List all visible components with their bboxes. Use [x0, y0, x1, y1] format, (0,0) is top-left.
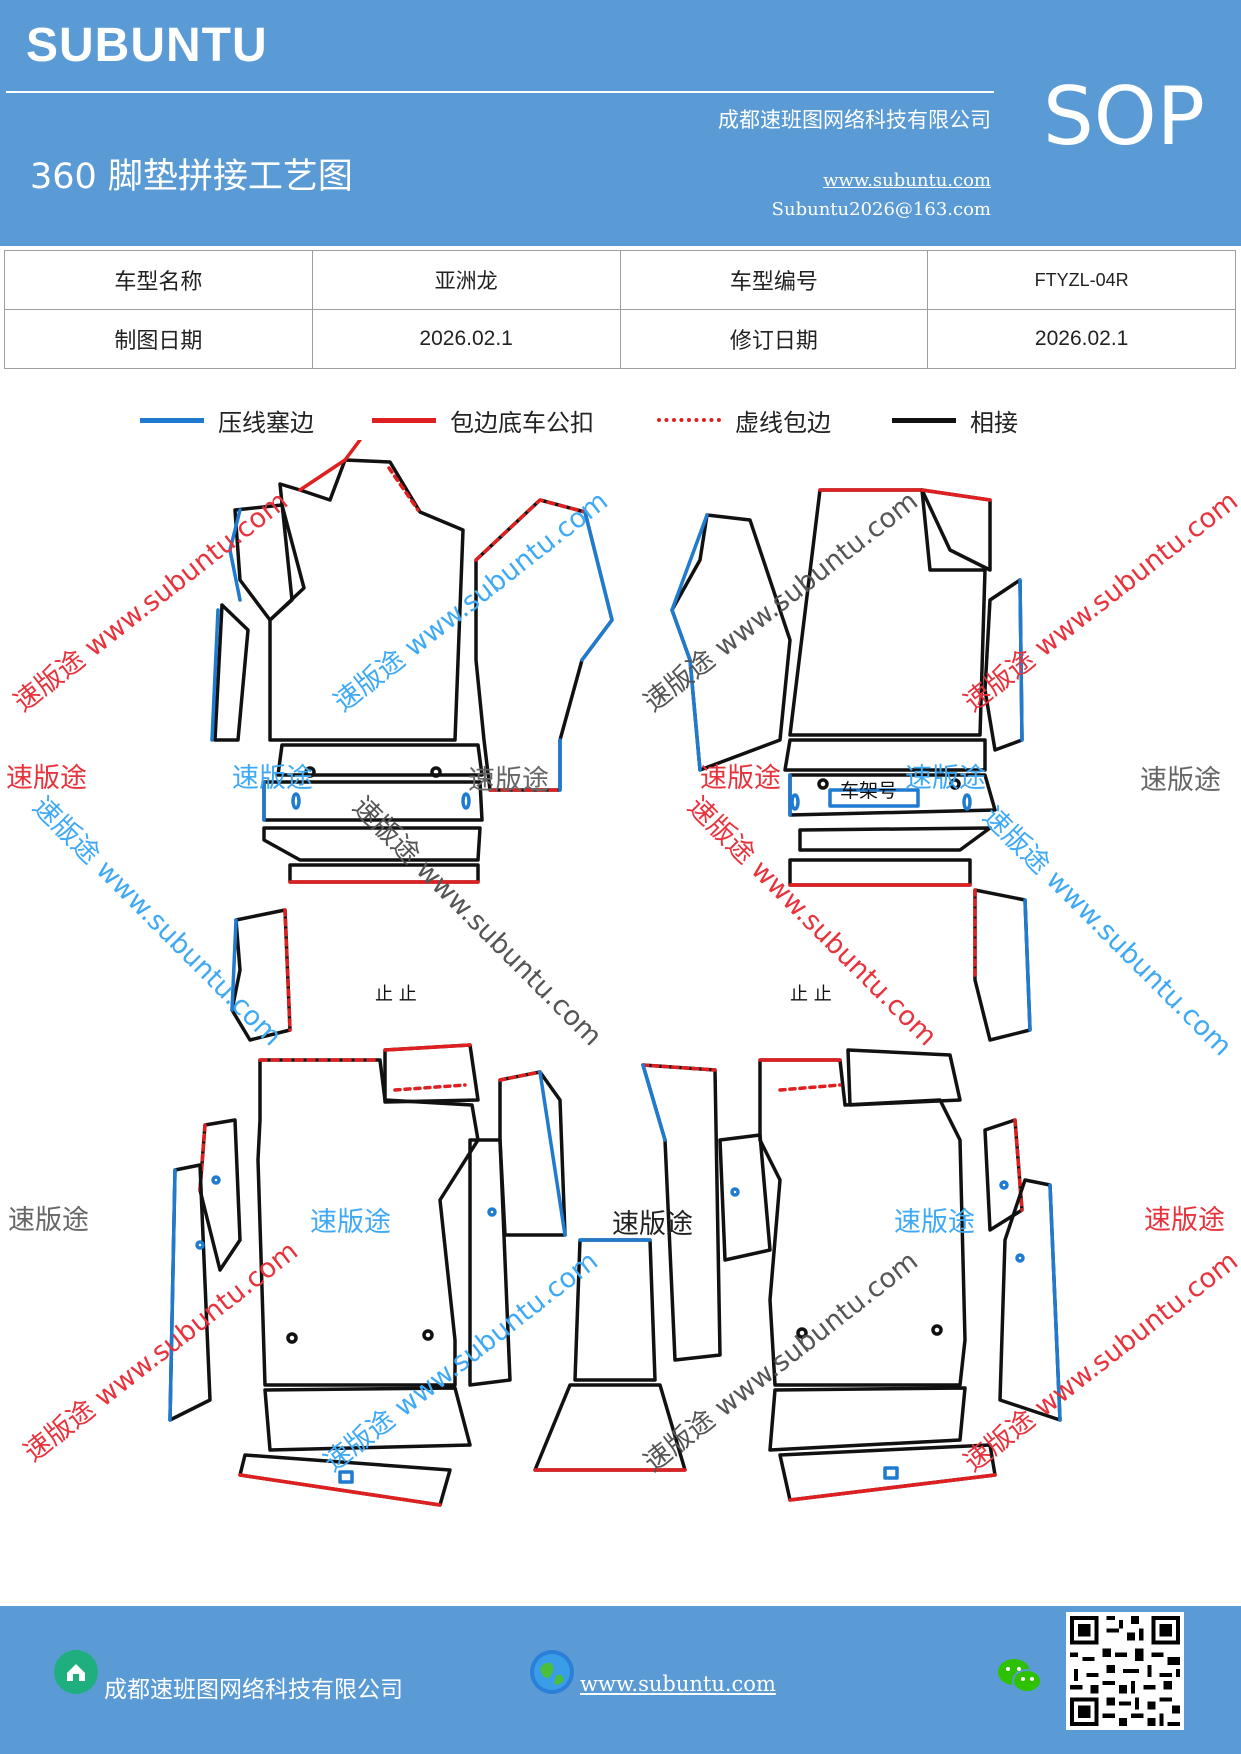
frame-number-label: 车架号 — [840, 780, 897, 802]
watermark: 速版途 — [700, 763, 781, 794]
value-draw-date: 2026.02.1 — [311, 309, 621, 369]
table-row: 制图日期 2026.02.1 修订日期 2026.02.1 — [4, 309, 1236, 369]
value-model-name: 亚洲龙 — [311, 250, 621, 310]
label-model-name: 车型名称 — [4, 250, 313, 310]
legend-item-dotted-edge: 虚线包边 — [657, 402, 831, 438]
legend-label: 相接 — [970, 408, 1018, 437]
legend-label: 包边底车公扣 — [450, 408, 594, 437]
legend-label: 虚线包边 — [735, 408, 831, 437]
watermark: 速版途 — [1140, 765, 1221, 796]
header-email: Subuntu2026@163.com — [771, 199, 991, 220]
legend-item-joint: 相接 — [892, 402, 1018, 438]
legend-label: 压线塞边 — [218, 408, 314, 437]
mat-piece-front-left — [210, 438, 614, 1042]
legend-item-press-line: 压线塞边 — [140, 402, 314, 438]
mat-pieces-svg: 车架号 止 止 止 止 — [168, 438, 1062, 1507]
mat-mark: 止 止 — [375, 984, 417, 1005]
sop-label: SOP — [1043, 70, 1205, 163]
label-model-code: 车型编号 — [619, 250, 929, 310]
watermark: 速版途 — [612, 1209, 693, 1240]
floor-mat-diagram: 车架号 止 止 止 止 速版途 速版途 速版途 速版途 速版途 速版途 速版途 … — [0, 438, 1241, 1600]
watermark: 速版途 — [6, 763, 87, 794]
value-revision-date: 2026.02.1 — [927, 309, 1236, 369]
mat-piece-rear-right — [718, 1048, 1062, 1502]
legend-swatch-red — [372, 417, 436, 423]
watermark: 速版途 — [905, 763, 986, 794]
mat-piece-rear-left — [168, 1043, 567, 1507]
info-table: 车型名称 亚洲龙 车型编号 FTYZL-04R 制图日期 2026.02.1 修… — [4, 250, 1236, 369]
header-divider — [6, 91, 994, 93]
header-company: 成都速班图网络科技有限公司 — [718, 108, 991, 132]
footer: 成都速班图网络科技有限公司 www.subuntu.com — [0, 1606, 1241, 1754]
wechat-icon[interactable] — [996, 1656, 1044, 1696]
watermark: 速版途 — [894, 1207, 975, 1238]
label-revision-date: 修订日期 — [619, 309, 929, 369]
document-title: 360 脚垫拼接工艺图 — [30, 157, 353, 197]
legend-swatch-red-dotted — [657, 418, 721, 422]
mat-piece-center-tunnel — [533, 1063, 722, 1472]
footer-company: 成都速班图网络科技有限公司 — [104, 1677, 403, 1703]
label-draw-date: 制图日期 — [4, 309, 313, 369]
table-row: 车型名称 亚洲龙 车型编号 FTYZL-04R — [4, 250, 1236, 310]
watermark: 速版途 — [1144, 1205, 1225, 1236]
mat-mark: 止 止 — [790, 984, 832, 1005]
header: SUBUNTU 360 脚垫拼接工艺图 成都速班图网络科技有限公司 www.su… — [0, 0, 1241, 246]
brand-logo: SUBUNTU — [26, 19, 268, 72]
globe-icon — [530, 1650, 574, 1694]
mat-piece-front-right — [670, 488, 1032, 1042]
watermark: 速版途 — [468, 765, 549, 796]
value-model-code: FTYZL-04R — [927, 250, 1236, 310]
watermark: 速版途 — [310, 1207, 391, 1238]
legend-swatch-blue — [140, 417, 204, 423]
header-website-link[interactable]: www.subuntu.com — [823, 170, 991, 191]
qr-code[interactable] — [1066, 1612, 1184, 1730]
home-icon — [54, 1650, 98, 1694]
legend-swatch-black — [892, 417, 956, 423]
legend-item-red-edge: 包边底车公扣 — [372, 402, 594, 438]
footer-website-link[interactable]: www.subuntu.com — [580, 1672, 776, 1696]
watermark: 速版途 — [8, 1205, 89, 1236]
watermark: 速版途 — [232, 763, 313, 794]
